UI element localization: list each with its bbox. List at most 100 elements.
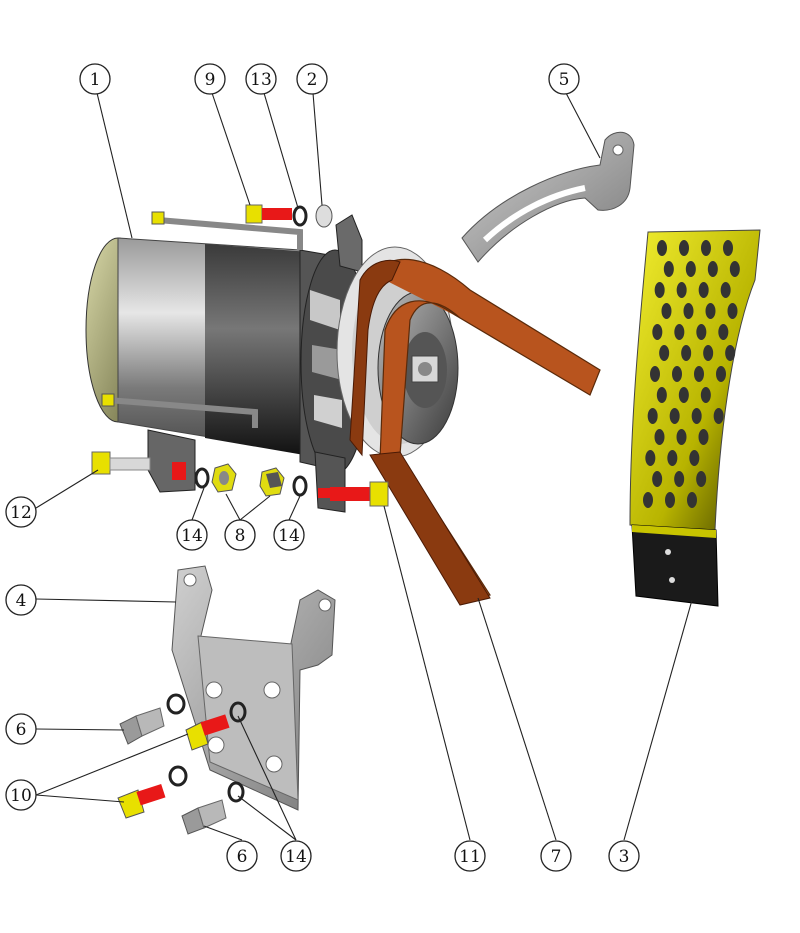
bolt-6b <box>181 799 227 835</box>
perforation-hole <box>654 429 665 445</box>
bolt-11 <box>318 481 389 507</box>
callout-5: 5 <box>548 63 580 95</box>
perforation-hole <box>654 282 665 298</box>
callout-7: 7 <box>540 840 572 872</box>
callout-14-bottom: 14 <box>280 840 312 872</box>
perforation-hole <box>647 408 658 424</box>
perforation-hole <box>665 492 675 508</box>
callout-9: 9 <box>194 63 226 95</box>
spring-washer-13 <box>292 205 308 227</box>
perforation-hole <box>667 450 678 466</box>
perforation-hole <box>669 408 680 424</box>
callout-label: 6 <box>16 720 27 740</box>
callout-1: 1 <box>79 63 111 95</box>
callout-label: 8 <box>235 526 246 546</box>
perforation-hole <box>700 387 711 403</box>
perforation-hole <box>663 261 674 277</box>
callout-label: 3 <box>619 847 630 867</box>
perforation-hole <box>696 471 707 487</box>
callout-3: 3 <box>608 840 640 872</box>
nut-8a <box>211 463 237 493</box>
callout-label: 4 <box>16 591 27 611</box>
perforation-hole <box>674 324 685 340</box>
bolt-9 <box>245 204 292 224</box>
callout-label: 2 <box>307 70 318 90</box>
bolt-6a <box>119 707 165 745</box>
callout-label: 10 <box>10 786 32 806</box>
perforation-hole <box>691 408 702 424</box>
callout-11: 11 <box>454 840 486 872</box>
spring-washer-14c <box>229 701 247 723</box>
perforation-hole <box>652 324 663 340</box>
callout-10: 10 <box>5 779 37 811</box>
callout-6-upper: 6 <box>5 713 37 745</box>
perforation-hole <box>683 303 694 319</box>
perforation-hole <box>657 240 667 256</box>
perforation-hole <box>727 303 738 319</box>
perforation-hole <box>685 261 696 277</box>
mounting-bracket <box>171 565 336 811</box>
callout-8: 8 <box>224 519 256 551</box>
spring-washer-14a <box>194 467 210 489</box>
spring-washer-14d <box>227 781 245 803</box>
callout-12: 12 <box>5 496 37 528</box>
callout-2: 2 <box>296 63 328 95</box>
perforation-hole <box>729 261 740 277</box>
perforation-hole <box>716 366 726 382</box>
drive-belt <box>349 258 601 606</box>
perforation-hole <box>698 282 709 298</box>
perforation-hole <box>679 240 689 256</box>
callout-label: 12 <box>10 503 32 523</box>
belt-guard <box>629 229 761 607</box>
nut-8b <box>259 467 285 497</box>
bolt-10b <box>117 784 166 819</box>
perforation-hole <box>645 450 656 466</box>
callout-label: 7 <box>551 847 562 867</box>
perforation-hole <box>656 387 667 403</box>
leader-lines <box>35 92 693 841</box>
perforation-hole <box>718 324 729 340</box>
callout-label: 14 <box>285 847 307 867</box>
perforation-hole <box>676 429 687 445</box>
perforation-hole <box>672 366 682 382</box>
callout-label: 11 <box>459 847 481 867</box>
perforation-hole <box>661 303 672 319</box>
perforation-hole <box>650 366 660 382</box>
callout-14-left: 14 <box>176 519 208 551</box>
perforation-hole <box>707 261 718 277</box>
spring-washer-10b <box>168 765 188 787</box>
bolt-12 <box>91 451 186 480</box>
callout-label: 1 <box>90 70 101 90</box>
perforation-hole <box>723 240 733 256</box>
perforation-hole <box>676 282 687 298</box>
perforation-hole <box>703 345 714 361</box>
perforation-hole <box>652 471 663 487</box>
flat-washer-2 <box>315 204 333 228</box>
perforation-hole <box>713 408 724 424</box>
callout-13: 13 <box>245 63 277 95</box>
perforation-hole <box>698 429 709 445</box>
perforation-hole <box>694 366 704 382</box>
spring-washer-6a <box>166 693 186 715</box>
callout-label: 5 <box>559 70 570 90</box>
spring-washer-14b <box>292 475 308 497</box>
callout-label: 14 <box>181 526 203 546</box>
callout-label: 13 <box>250 70 272 90</box>
callout-4: 4 <box>5 584 37 616</box>
perforation-hole <box>689 450 700 466</box>
perforation-hole <box>659 345 670 361</box>
callout-label: 9 <box>205 70 216 90</box>
perforation-hole <box>696 324 707 340</box>
bolt-10a <box>185 714 230 751</box>
adjustment-arm <box>461 131 635 263</box>
perforation-hole <box>674 471 685 487</box>
alternator <box>85 211 459 513</box>
perforation-hole <box>678 387 689 403</box>
perforation-hole <box>643 492 653 508</box>
perforation-hole <box>720 282 731 298</box>
callout-14-right: 14 <box>273 519 305 551</box>
perforation-hole <box>705 303 716 319</box>
callout-6-lower: 6 <box>226 840 258 872</box>
perforation-hole <box>725 345 736 361</box>
